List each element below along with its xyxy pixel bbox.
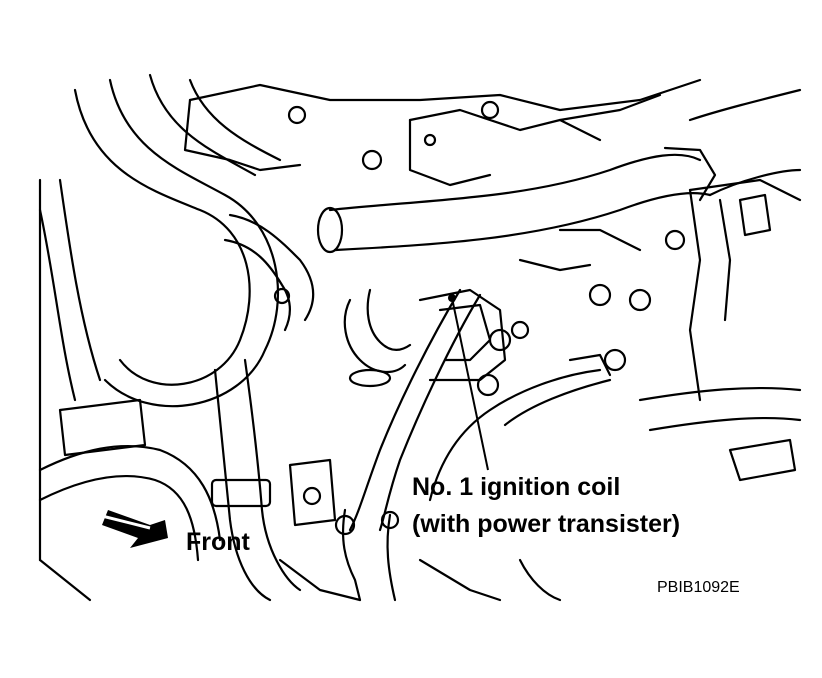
right-components (518, 178, 802, 482)
center-bent-pipe (223, 213, 412, 388)
callout-label-line2: (with power transister) (412, 510, 681, 538)
front-arrow-icon (101, 510, 168, 548)
callout-leader (448, 294, 489, 471)
figure-code: PBIB1092E (657, 579, 740, 596)
upper-main-hose (316, 88, 802, 254)
left-hose (73, 73, 282, 408)
wiring-harness (334, 288, 612, 602)
top-bracket (183, 78, 702, 187)
front-direction-label: Front (186, 528, 250, 556)
ignition-coil (418, 288, 530, 397)
callout-label-line1: No. 1 ignition coil (412, 473, 621, 501)
left-vertical-pipe (58, 358, 302, 602)
lower-bracket (278, 458, 562, 602)
